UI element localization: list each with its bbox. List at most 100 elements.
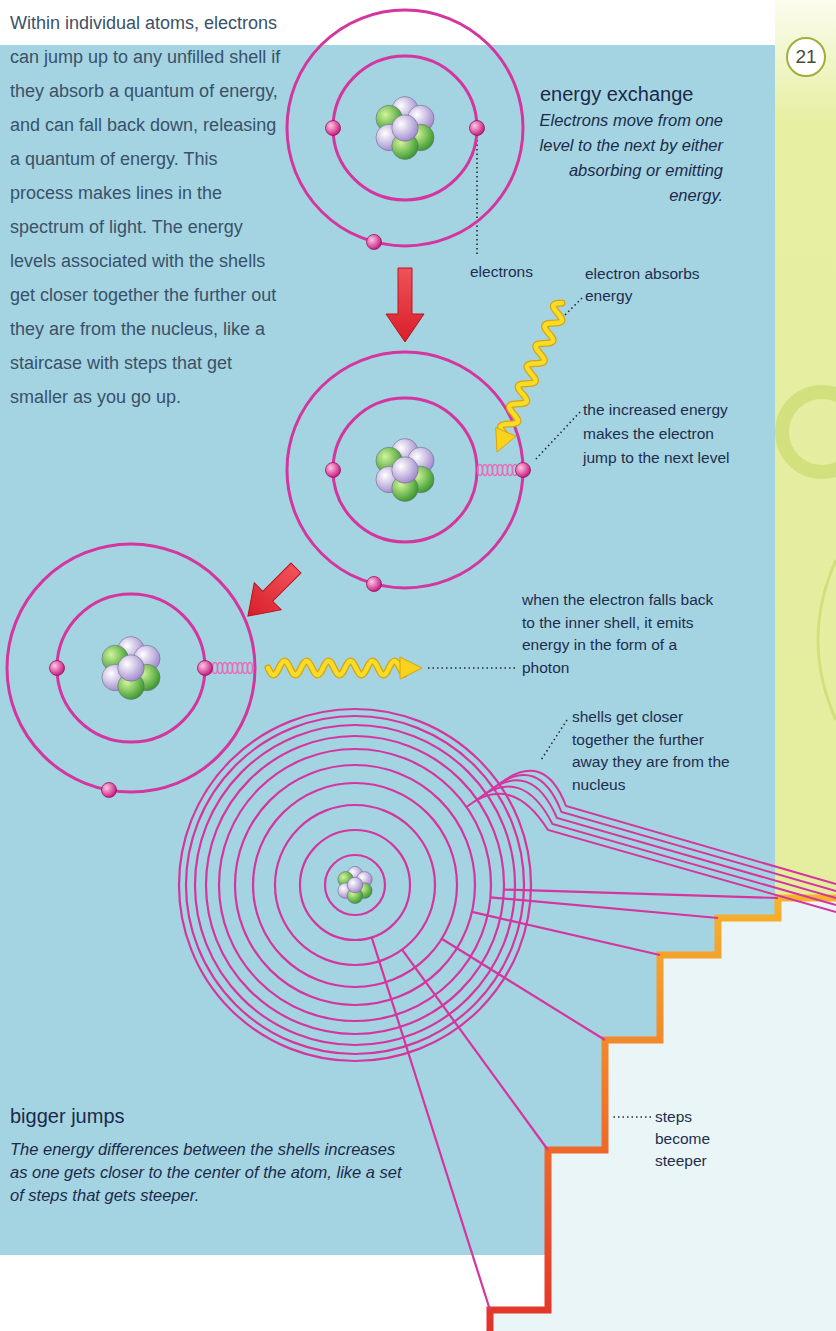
shell-ring xyxy=(186,716,524,1054)
photon xyxy=(268,657,422,679)
nucleon xyxy=(347,877,363,893)
electron xyxy=(50,661,65,676)
nucleus xyxy=(376,97,434,160)
nucleus xyxy=(338,866,372,903)
shell-ring xyxy=(300,830,410,940)
trail-ring xyxy=(478,465,483,476)
nucleus xyxy=(102,637,160,700)
shell-ring xyxy=(219,749,491,1021)
stair-fill xyxy=(490,898,836,1331)
trail-ring xyxy=(483,465,488,476)
heading: energy exchange xyxy=(540,82,770,106)
leader-line xyxy=(476,140,478,256)
bundle-line xyxy=(499,771,836,884)
electron-trail xyxy=(478,465,518,476)
shell-bundle xyxy=(466,771,836,912)
shell-ring xyxy=(7,544,255,792)
photon-arrowhead xyxy=(496,427,516,452)
callout-label: steps become steeper xyxy=(655,1106,743,1172)
shell-ring xyxy=(333,56,477,200)
callout-label: when the electron falls back to the inne… xyxy=(522,589,727,679)
nucleon xyxy=(118,655,144,681)
shell-ring xyxy=(275,805,435,965)
leader-line xyxy=(612,1116,651,1118)
shell-ring xyxy=(195,725,515,1045)
callout-label: electrons xyxy=(470,262,570,282)
electron xyxy=(367,577,382,592)
trail-ring xyxy=(228,663,233,674)
trail-ring xyxy=(498,465,503,476)
caption-text: The energy differences between the shell… xyxy=(10,1138,410,1207)
shell-ring xyxy=(287,10,523,246)
nucleus xyxy=(376,439,434,502)
shell-ring xyxy=(333,398,477,542)
page-number-circle: 21 xyxy=(786,37,826,77)
shell-ring xyxy=(253,783,457,987)
body-text: Within individual atoms, electrons can j… xyxy=(10,6,285,414)
trail-ring xyxy=(503,465,508,476)
leader-line xyxy=(562,298,582,318)
photon-wave xyxy=(268,661,404,675)
caption-text: Electrons move from one level to the nex… xyxy=(525,108,723,208)
electron xyxy=(516,463,531,478)
level-lines xyxy=(372,890,778,1310)
trail-ring xyxy=(248,663,253,674)
level-line xyxy=(490,897,718,918)
nucleon xyxy=(392,457,418,483)
shell-ring xyxy=(325,855,385,915)
trail-ring xyxy=(243,663,248,674)
decor-curve xyxy=(818,560,836,720)
shell-ring xyxy=(287,352,523,588)
trail-ring xyxy=(508,465,513,476)
level-line xyxy=(472,912,660,955)
trail-ring xyxy=(238,663,243,674)
leader-line xyxy=(541,720,567,760)
shells xyxy=(179,709,531,1061)
shell-ring xyxy=(206,736,504,1034)
shells xyxy=(7,544,255,792)
bundle-line xyxy=(493,775,836,891)
leader-line xyxy=(428,667,517,669)
red-arrow-shape xyxy=(386,268,424,342)
shell-ring xyxy=(57,594,205,742)
electron xyxy=(198,661,213,676)
trail-ring xyxy=(218,663,223,674)
photon-wave-shadow xyxy=(500,303,562,436)
trail-ring xyxy=(233,663,238,674)
bundle-line xyxy=(486,780,836,898)
photon-wave xyxy=(500,303,562,436)
electron xyxy=(326,463,341,478)
photon xyxy=(496,303,562,452)
electron xyxy=(102,783,117,798)
callout-label: electron absorbs energy xyxy=(585,263,735,307)
callout-label: shells get closer together the further a… xyxy=(572,706,737,796)
trail-ring xyxy=(488,465,493,476)
shell-ring xyxy=(235,765,475,1005)
red-arrow xyxy=(386,268,424,342)
page-number: 21 xyxy=(795,46,816,68)
leader-line xyxy=(535,412,580,460)
trail-ring xyxy=(213,663,218,674)
electron xyxy=(326,121,341,136)
electron-trail xyxy=(208,663,253,674)
staircase xyxy=(490,898,836,1331)
shells xyxy=(287,352,523,588)
nucleon xyxy=(392,115,418,141)
level-line xyxy=(504,890,778,898)
photon-wave-shadow xyxy=(268,661,404,675)
level-line xyxy=(442,939,605,1040)
shells xyxy=(287,10,523,246)
callout-label: the increased energy makes the electron … xyxy=(583,398,735,470)
electron xyxy=(367,235,382,250)
level-line xyxy=(372,937,490,1310)
level-line xyxy=(402,950,548,1150)
shell-ring xyxy=(179,709,531,1061)
electron xyxy=(470,121,485,136)
trail-ring xyxy=(223,663,228,674)
trail-ring xyxy=(493,465,498,476)
photon-arrowhead xyxy=(400,657,422,679)
heading: bigger jumps xyxy=(10,1104,310,1128)
decor-ring xyxy=(782,392,836,472)
